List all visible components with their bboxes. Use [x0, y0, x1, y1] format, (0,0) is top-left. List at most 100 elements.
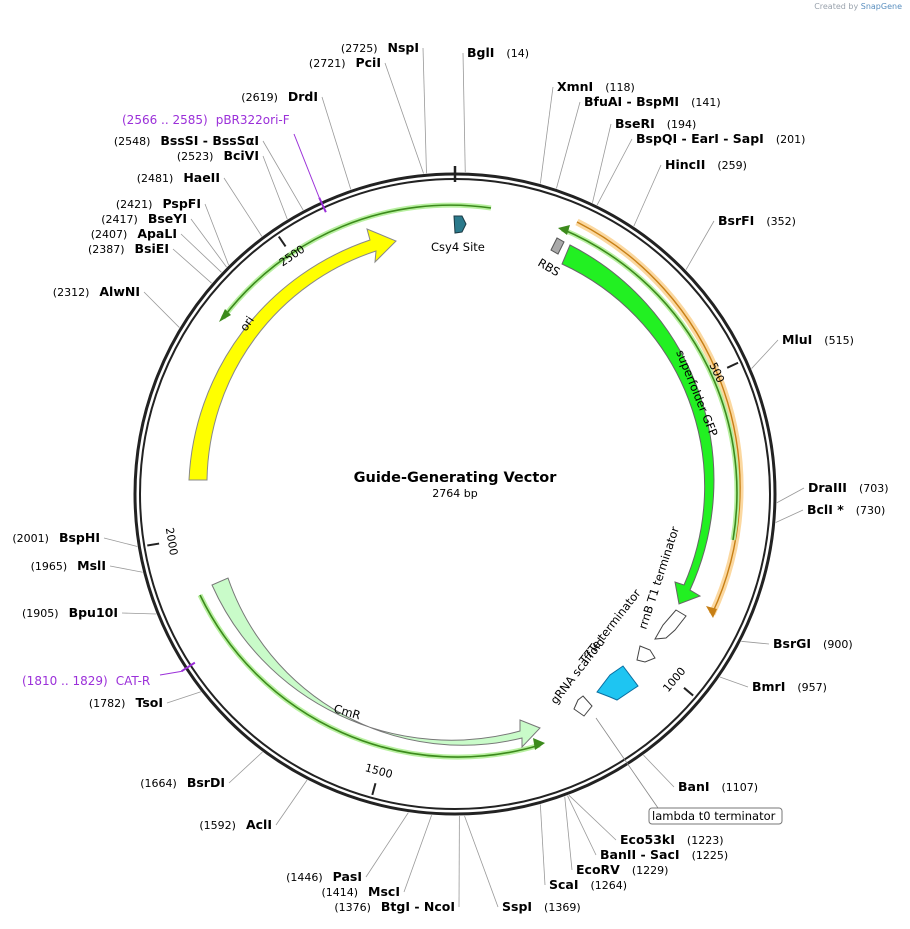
enzyme-label[interactable]: (1905)Bpu10I: [22, 605, 118, 620]
enzyme-label[interactable]: EcoRV(1229): [576, 862, 668, 877]
enzyme-label[interactable]: (1664) BsrDI: [140, 775, 225, 790]
enzyme-label[interactable]: DraIII(703): [808, 480, 889, 495]
enzyme-label[interactable]: ScaI(1264): [549, 877, 627, 892]
feature-label-csy4: Csy4 Site: [431, 240, 485, 254]
enzyme-label[interactable]: BanII - SacI(1225): [600, 847, 728, 862]
enzyme-label[interactable]: BclI *(730): [807, 502, 885, 517]
enzyme-leader-line: [539, 804, 546, 886]
enzyme-label[interactable]: (2725)NspI: [341, 40, 419, 55]
enzyme-name: Bpu10I: [69, 605, 118, 620]
enzyme-position: (957): [797, 681, 827, 694]
enzyme-label[interactable]: (1592)AclI: [199, 817, 272, 832]
enzyme-leader-line: [568, 794, 617, 841]
enzyme-leader-line: [262, 140, 304, 211]
enzyme-position: (2523): [177, 150, 214, 163]
primer-label[interactable]: (2566 .. 2585)pBR322ori-F: [122, 113, 290, 127]
enzyme-label[interactable]: (2481)HaeII: [137, 170, 220, 185]
enzyme-label[interactable]: (2001)BspHI: [12, 530, 100, 545]
enzyme-name: ApaLI: [137, 226, 177, 241]
enzyme-position: (14): [506, 47, 529, 60]
enzyme-label[interactable]: (1965)MslI: [31, 558, 106, 573]
enzyme-leader-line: [109, 565, 143, 573]
enzyme-leader-line: [172, 248, 212, 284]
enzyme-leader-line: [204, 203, 229, 266]
enzyme-label[interactable]: BanI (1107): [678, 779, 758, 794]
enzyme-name: SspI: [502, 899, 532, 914]
enzyme-name: BanI: [678, 779, 710, 794]
enzyme-label[interactable]: (2548)BssSI - BssSαI: [114, 133, 259, 148]
enzyme-label[interactable]: BglI(14): [467, 45, 529, 60]
orf-csy4-ori-head: [219, 309, 231, 322]
snapgene-branding: Created by SnapGene: [814, 2, 902, 11]
enzyme-name: BfuAI - BspMI: [584, 94, 679, 109]
enzyme-label[interactable]: BsrFI(352): [718, 213, 796, 228]
enzyme-label[interactable]: (2721)PciI: [309, 55, 381, 70]
enzyme-leader-line: [596, 138, 633, 206]
feature-label-ori: ori: [237, 313, 257, 333]
enzyme-leaders: [103, 47, 805, 908]
orf-cmr-head: [533, 738, 545, 750]
enzyme-labels: BglI(14) XmnI(118)BfuAI - BspMI(141) BseRI…: [12, 40, 888, 914]
enzyme-label[interactable]: (2417)BseYI: [101, 211, 187, 226]
enzyme-label[interactable]: (1446)PasI: [286, 869, 362, 884]
primer-tick: [180, 661, 196, 673]
enzyme-label[interactable]: BsrGI(900): [773, 636, 853, 651]
enzyme-label[interactable]: XmnI(118): [557, 79, 635, 94]
enzyme-label[interactable]: BmrI (957): [752, 679, 827, 694]
feature-lambda-t0-terminator: [573, 695, 593, 717]
enzyme-position: (1376): [334, 901, 371, 914]
enzyme-position: (515): [824, 334, 854, 347]
orf-cmr-arc: [199, 594, 541, 758]
enzyme-label[interactable]: (2421)PspFI: [116, 196, 201, 211]
enzyme-position: (1107): [722, 781, 759, 794]
enzyme-label[interactable]: BspQI - EarI - SapI(201): [636, 131, 805, 146]
enzyme-name: BsrDI: [187, 775, 225, 790]
enzyme-label[interactable]: SspI(1369): [502, 899, 581, 914]
enzyme-position: (1225): [692, 849, 729, 862]
enzyme-label[interactable]: MluI (515): [782, 332, 854, 347]
enzyme-name: DrdI: [288, 89, 318, 104]
enzyme-label[interactable]: BfuAI - BspMI(141): [584, 94, 721, 109]
enzyme-label[interactable]: (2619)DrdI: [241, 89, 318, 104]
enzyme-label[interactable]: (1782)TsoI: [89, 695, 163, 710]
enzyme-leader-line: [403, 815, 432, 893]
primer-label[interactable]: (1810 .. 1829)CAT-R: [22, 674, 150, 688]
enzyme-label[interactable]: (2387)BsiEI: [88, 241, 169, 256]
enzyme-label[interactable]: HincII(259): [665, 157, 747, 172]
lambda-t0-label: lambda t0 terminator: [652, 809, 776, 823]
enzyme-name: BssSI - BssSαI: [160, 133, 259, 148]
enzyme-leader-line: [262, 155, 288, 220]
enzyme-label[interactable]: BseRI(194): [615, 116, 696, 131]
enzyme-position: (1229): [632, 864, 669, 877]
feature-grna-scaffold: [596, 665, 639, 701]
tick-mark: [683, 687, 694, 697]
primer-range: (2566 .. 2585): [122, 113, 208, 127]
enzyme-name: MluI: [782, 332, 812, 347]
enzyme-label[interactable]: Eco53kI(1223): [620, 832, 723, 847]
enzyme-name: BmrI: [752, 679, 785, 694]
tick-label: 2000: [163, 527, 180, 557]
enzyme-position: (1264): [591, 879, 628, 892]
enzyme-position: (1782): [89, 697, 126, 710]
enzyme-name: BclI *: [807, 502, 844, 517]
enzyme-leader-line: [776, 487, 805, 504]
enzyme-name: BsiEI: [135, 241, 169, 256]
branding-prefix: Created by: [814, 2, 859, 11]
enzyme-label[interactable]: (1376)BtgI - NcoI: [334, 899, 455, 914]
enzyme-position: (1446): [286, 871, 323, 884]
enzyme-position: (1664): [140, 777, 177, 790]
enzyme-name: DraIII: [808, 480, 847, 495]
enzyme-label[interactable]: (2523)BciVI: [177, 148, 259, 163]
orf-gfp-inner-arc: [561, 228, 738, 541]
enzyme-position: (2417): [101, 213, 138, 226]
enzyme-name: XmnI: [557, 79, 593, 94]
branding-name: SnapGene: [860, 2, 902, 11]
enzyme-label[interactable]: (2407)ApaLI: [91, 226, 177, 241]
enzyme-label[interactable]: (1414)MscI: [321, 884, 400, 899]
lambda-t0-leader: [595, 717, 659, 809]
enzyme-name: Eco53kI: [620, 832, 675, 847]
enzyme-position: (194): [667, 118, 697, 131]
enzyme-label[interactable]: (2312)AlwNI: [53, 284, 140, 299]
enzyme-position: (2725): [341, 42, 378, 55]
